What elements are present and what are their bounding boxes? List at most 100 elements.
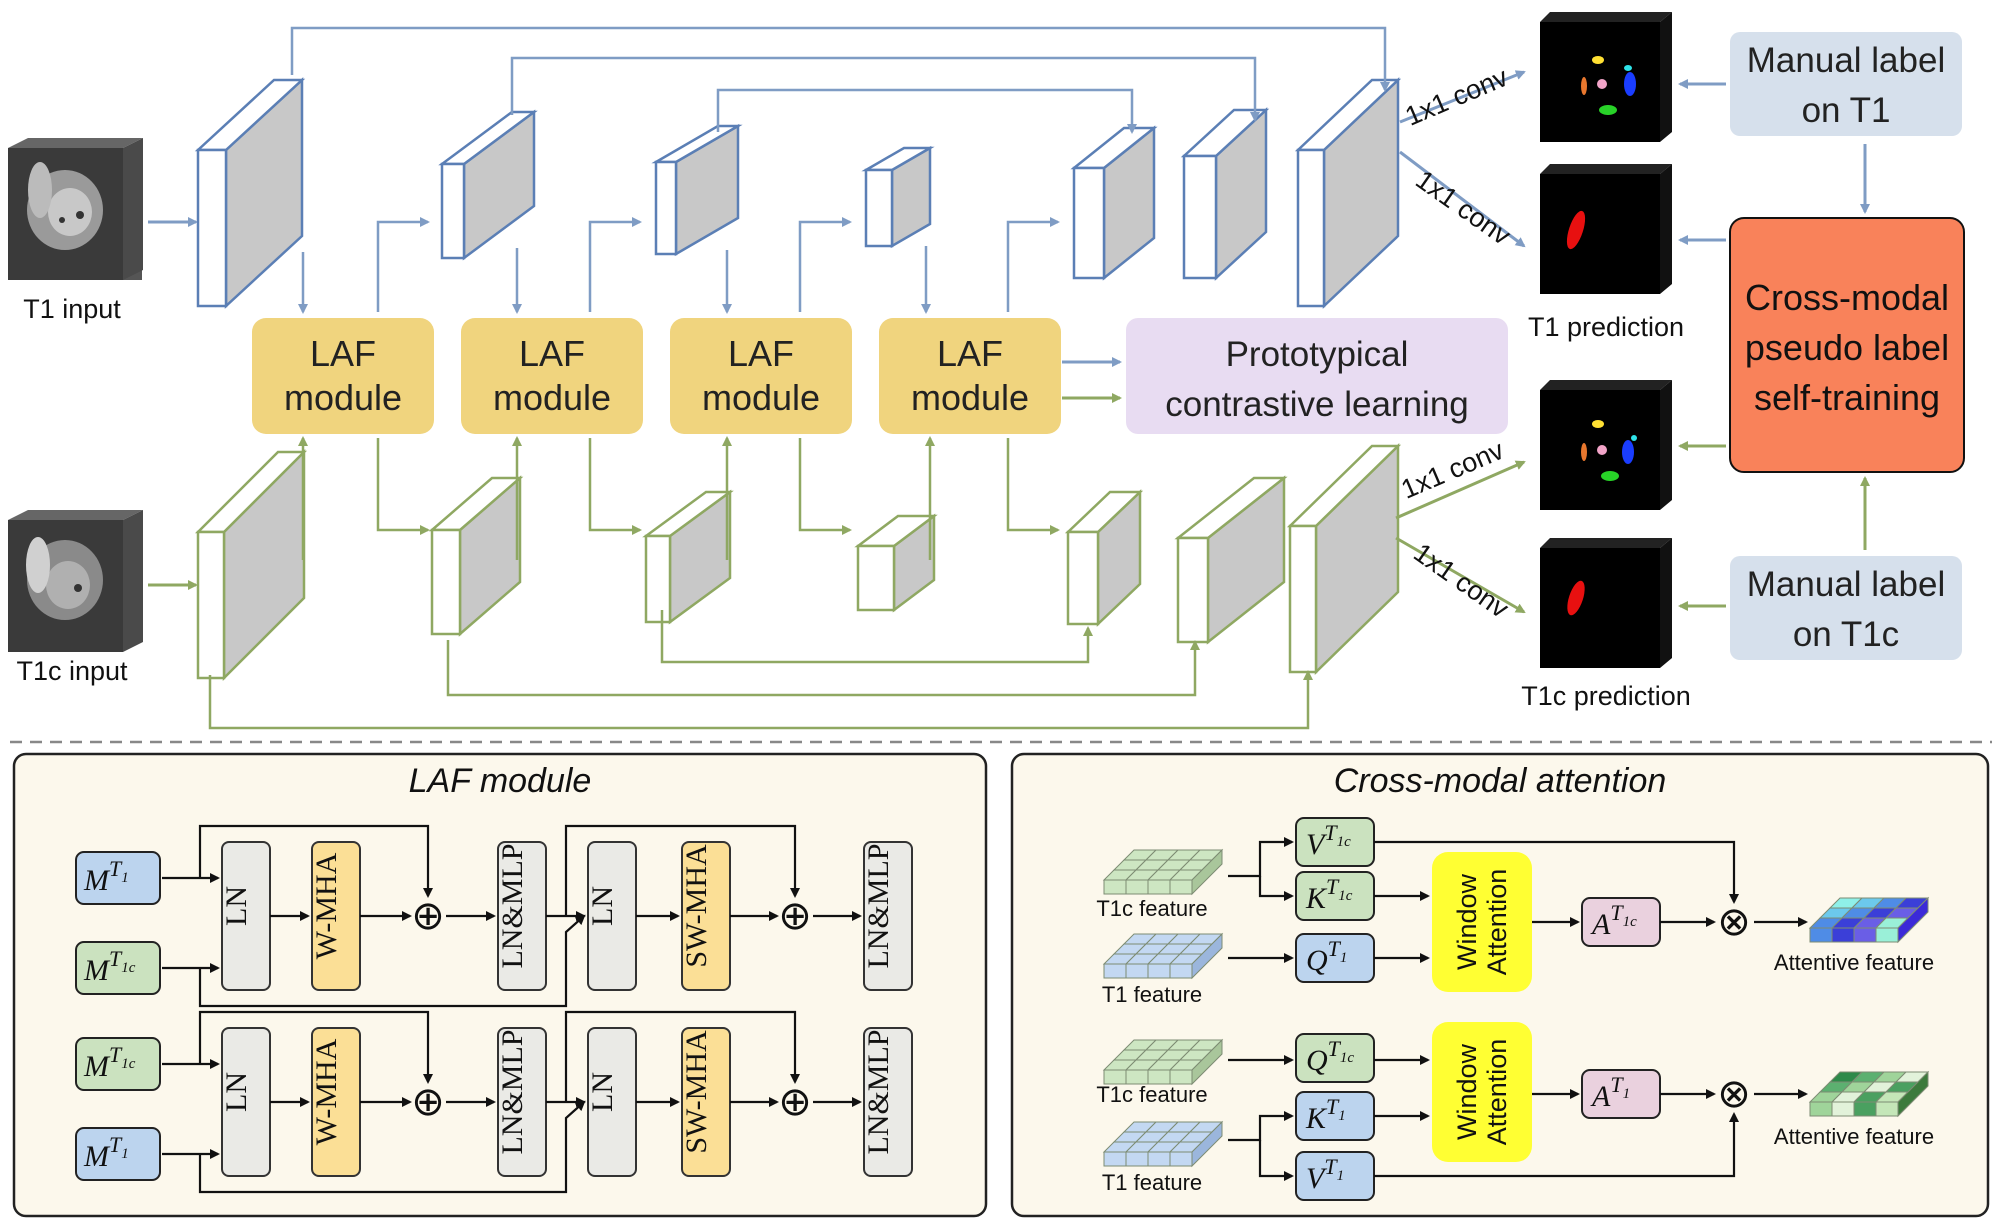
svg-text:Manual label: Manual label [1747,565,1945,604]
prototypical-contrastive-learning-box: Prototypical contrastive learning [1126,318,1508,434]
t1-encoder-to-laf [298,217,1060,314]
svg-text:MT1c: MT1c [83,1042,136,1083]
laf-module-2: LAF module [461,318,643,434]
conv-label-2: 1x1 conv [1410,164,1516,251]
svg-text:Window: Window [1452,873,1482,970]
arrow [564,1010,800,1102]
svg-text:LN&MLP: LN&MLP [862,1029,895,1154]
t1c-feature-grid [1102,848,1224,896]
t1c-decoder-block-1 [1064,489,1144,627]
attn-panel-title: Cross-modal attention [1334,762,1667,800]
svg-text:MT1: MT1 [83,1132,129,1173]
laf-module-4: LAF module [879,318,1061,434]
svg-text:VT1: VT1 [1306,1154,1344,1195]
sw-mha-box: SW-MHA [680,841,731,991]
arrow [1228,1111,1294,1142]
w-mha-box: W-MHA [310,1027,361,1177]
svg-text:MT1c: MT1c [83,946,136,987]
arrow [1258,876,1294,901]
t1-encoder-block-2 [438,109,538,261]
attentive-feature-grid-1 [1808,896,1930,944]
svg-text:Manual label: Manual label [1747,41,1945,80]
arrow [1399,70,1526,124]
t1c-encoder-block-4 [854,513,938,613]
arrow [198,824,433,898]
t1c-encoder-to-laf [298,436,1060,560]
t1c-feature-label-2: T1c feature [1096,1082,1207,1107]
k-t1c-box: KT1c [1295,871,1375,921]
svg-text:SW-MHA: SW-MHA [680,1030,713,1154]
t1c-decoder-block-2 [1174,475,1288,645]
t1-encoder-block-1 [194,77,306,309]
ln-mlp-box: LN&MLP [496,841,547,991]
conv-label-4: 1x1 conv [1408,537,1514,624]
t1c-encoder-block-2 [428,475,524,637]
arrow [1399,150,1526,248]
t1-feature-label-2: T1 feature [1102,1170,1202,1195]
arrow [1395,536,1526,614]
m-t1-input: MT1 [75,851,161,905]
svg-text:Attention: Attention [1482,869,1512,976]
t1-label-prediction-volume [1540,12,1672,142]
m-t1c-input: MT1c [75,1037,161,1091]
svg-text:LAF: LAF [937,333,1003,374]
q-t1c-box: QT1c [1295,1033,1375,1083]
attentive-feature-grid-2 [1808,1070,1930,1118]
svg-text:MT1: MT1 [83,856,129,897]
t1c-encoder-block-3 [642,489,734,625]
add-icon: ⊕ [411,893,445,939]
t1-decoder-block-2 [1180,107,1270,281]
add-icon: ⊕ [778,893,812,939]
arrow [1374,1112,1739,1178]
ln-mlp-box: LN&MLP [496,1027,547,1177]
t1-input-volume [8,138,143,280]
m-t1c-input: MT1c [75,941,161,995]
laf-panel-title: LAF module [409,762,592,800]
ln-box: LN [220,841,271,991]
svg-text:SW-MHA: SW-MHA [680,844,713,968]
v-t1-box: VT1 [1295,1151,1375,1201]
svg-text:LN: LN [220,886,253,926]
t1-prediction-volume [1540,164,1672,294]
svg-text:QT1: QT1 [1306,936,1347,977]
svg-text:AT1c: AT1c [1590,900,1637,941]
t1c-decoder-block-3 [1286,443,1402,675]
svg-text:on T1: on T1 [1802,91,1891,130]
svg-text:pseudo label: pseudo label [1745,327,1949,368]
svg-text:AT1: AT1 [1590,1072,1630,1113]
t1c-prediction-volume [1540,538,1672,668]
q-t1-box: QT1 [1295,933,1375,983]
m-t1-input: MT1 [75,1127,161,1181]
conv-label-1: 1x1 conv [1401,62,1513,132]
arrow [1258,1140,1294,1181]
t1c-label-prediction-volume [1540,380,1672,510]
add-icon: ⊕ [411,1079,445,1125]
k-t1-box: KT1 [1295,1091,1375,1141]
svg-text:W-MHA: W-MHA [310,852,343,959]
w-mha-box: W-MHA [310,841,361,991]
t1-skip-connections [290,26,1390,134]
svg-text:LAF: LAF [310,333,376,374]
t1c-encoder-block-1 [194,448,308,682]
svg-text:LN&MLP: LN&MLP [496,1029,529,1154]
svg-text:Cross-modal: Cross-modal [1745,277,1949,318]
svg-text:KT1c: KT1c [1305,874,1353,915]
multiply-icon: ⊗ [1717,899,1751,945]
svg-text:module: module [911,377,1029,418]
svg-text:module: module [284,377,402,418]
arrow [564,824,800,916]
attentive-feature-label-2: Attentive feature [1774,1124,1934,1149]
t1-feature-grid-2 [1102,1120,1224,1168]
a-t1-box: AT1 [1581,1069,1661,1119]
ln-mlp-box: LN&MLP [862,841,913,991]
svg-text:LN&MLP: LN&MLP [862,843,895,968]
ln-box: LN [586,841,637,991]
ln-box: LN [220,1027,271,1177]
t1c-input-volume [8,510,143,652]
svg-text:W-MHA: W-MHA [310,1038,343,1145]
